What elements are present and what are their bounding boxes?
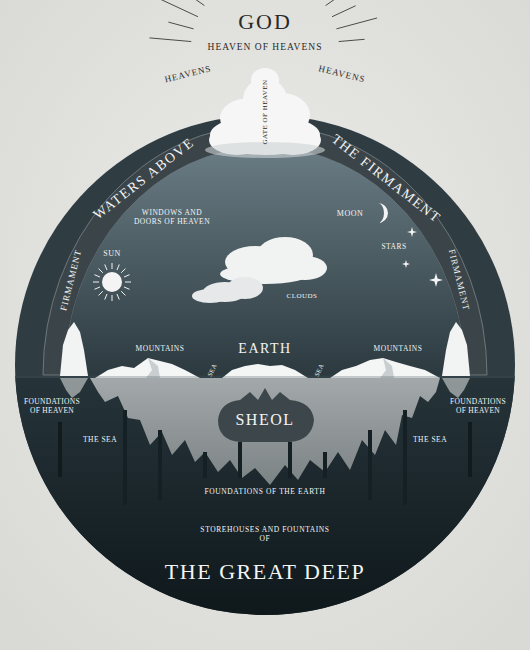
foundation-label: FOUNDATIONS OF THE EARTH (204, 488, 325, 497)
glory-ray (183, 0, 204, 6)
glory-rays (149, 0, 377, 42)
earth-pillar (123, 410, 127, 505)
foundation-label: FOUNDATIONS OF HEAVEN (22, 398, 82, 415)
sun-ray (94, 287, 100, 289)
heaven-foundation (58, 422, 62, 477)
underworld (90, 378, 440, 485)
earth-pillar (203, 452, 207, 478)
star (429, 273, 443, 287)
heaven-foundation (468, 422, 472, 477)
earth-pillar (323, 452, 327, 478)
star (407, 227, 417, 237)
mountains-label: MOUNTAINS (136, 345, 185, 354)
earth-pillar (288, 442, 292, 478)
earth-pillar (158, 430, 162, 500)
sun-rays (93, 263, 131, 301)
sun-ray (121, 291, 125, 295)
sun-ray (121, 269, 125, 273)
glory-ray (168, 22, 193, 29)
cloud (220, 237, 327, 284)
pillar-reflection (442, 378, 470, 398)
deep-label: STOREHOUSES AND FOUNTAINS OF (199, 526, 332, 543)
stars (402, 227, 443, 287)
earth-pillar (368, 430, 372, 500)
sun-ray (117, 264, 119, 270)
heaven-pillar (60, 322, 88, 376)
deity-label: GOD (238, 9, 292, 34)
earth-label: EARTH (238, 341, 291, 357)
foundation-label: FOUNDATIONS OF HEAVEN (448, 398, 508, 415)
gate-label: GATE OF HEAVEN (261, 79, 269, 144)
windows-label: WINDOWS AND DOORS OF HEAVEN (130, 209, 214, 226)
star (402, 260, 410, 268)
sun (102, 272, 122, 292)
cloud-puff (227, 277, 263, 299)
earth-pillar (238, 442, 242, 478)
mountain-shade (146, 358, 160, 378)
sun-ray (105, 294, 107, 300)
sun-ray (124, 287, 130, 289)
earth-land (222, 364, 308, 378)
heaven-pillar (442, 322, 470, 376)
stars-label: STARS (381, 243, 406, 252)
sun-ray (94, 275, 100, 277)
glory-ray (149, 38, 191, 42)
glory-ray (332, 6, 356, 17)
deep-title: THE GREAT DEEP (165, 559, 365, 584)
cloud (192, 277, 263, 303)
sun-label: SUN (103, 249, 121, 258)
glory-ray (326, 0, 360, 6)
mountain (330, 358, 440, 378)
mountain-shade (380, 358, 394, 378)
sun-ray (99, 269, 103, 273)
sun-ray (112, 263, 113, 269)
glory-ray (336, 18, 377, 29)
great-deep (15, 376, 515, 626)
sheol-region (218, 388, 314, 442)
sun-ray (93, 282, 99, 283)
mountain (95, 358, 200, 378)
sheol-label: SHEOL (235, 411, 294, 429)
moon (378, 203, 388, 223)
firmament-band (43, 125, 487, 375)
clouds-label: CLOUDS (286, 292, 317, 300)
sea-surface (15, 377, 515, 378)
sun-ray (112, 295, 113, 301)
gate-cloud (209, 68, 321, 155)
sky (65, 147, 465, 375)
sun-ray (105, 264, 107, 270)
pillar-reflection (60, 378, 88, 398)
glory-ray (339, 39, 365, 41)
heaven-label: HEAVEN OF HEAVENS (208, 42, 323, 53)
sun-ray (117, 294, 119, 300)
moon-label: MOON (337, 209, 363, 218)
sea-label: THE SEA (413, 436, 447, 445)
glory-ray (160, 0, 198, 17)
sun-ray (99, 291, 103, 295)
sun-ray (124, 275, 130, 277)
sea-label: THE SEA (83, 436, 117, 445)
sun-ray (125, 282, 131, 283)
mountains-label: MOUNTAINS (374, 345, 423, 354)
cloud-puff (192, 289, 228, 303)
earth-pillar (403, 410, 407, 505)
